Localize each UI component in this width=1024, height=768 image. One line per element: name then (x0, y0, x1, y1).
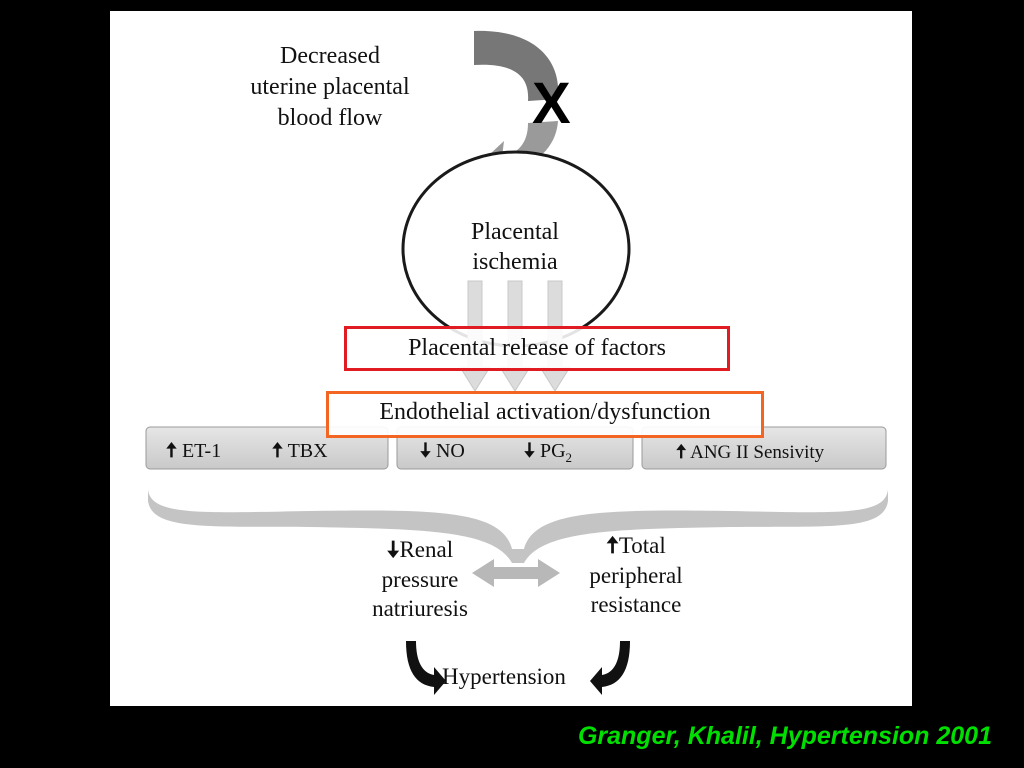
resistance-outcome: 🠅Total peripheral resistance (556, 531, 716, 619)
up-arrow-icon: 🠅 (676, 441, 687, 463)
factor-no: 🠇 NO (420, 439, 465, 462)
factor-et1: 🠅 ET-1 (166, 439, 221, 462)
diagram-panel: Decreased uterine placental blood flow X… (110, 11, 912, 706)
blood-flow-line-1: Decreased (280, 43, 380, 69)
placental-release-box: Placental release of factors (344, 326, 730, 371)
factor-no-label: NO (435, 440, 465, 462)
blood-flow-label: Decreased uterine placental blood flow (220, 41, 440, 134)
ischemia-line-2: ischemia (472, 249, 558, 275)
resistance-line-1-text: Total (618, 533, 666, 558)
blood-flow-line-2: uterine placental (250, 74, 410, 100)
blood-flow-arrow-upper (474, 30, 559, 102)
hypertension-label: Hypertension (442, 664, 566, 689)
endothelial-label: Endothelial activation/dysfunction (379, 399, 711, 425)
placental-release-label: Placental release of factors (408, 335, 666, 361)
renal-outcome: 🠇Renal pressure natriuresis (340, 535, 500, 623)
right-curve-arrow (590, 641, 630, 695)
brace-shape (148, 489, 888, 563)
factor-et1-label: ET-1 (181, 440, 222, 462)
left-curve-arrow (406, 641, 446, 695)
resistance-line-3: resistance (590, 592, 682, 617)
down-arrow-icon: 🠇 (386, 537, 400, 563)
double-arrow (472, 559, 560, 587)
up-arrow-icon: 🠅 (606, 533, 619, 559)
down-arrow-icon: 🠇 (524, 438, 535, 462)
factor-pg2-subscript: 2 (565, 450, 573, 465)
renal-line-2: pressure (381, 567, 459, 592)
factor-ang2: 🠅 ANG II Sensivity (676, 441, 824, 464)
citation: Granger, Khalil, Hypertension 2001 (577, 722, 992, 750)
renal-line-3: natriuresis (372, 596, 468, 621)
renal-line-1-text: Renal (399, 537, 454, 562)
factor-tbx-label: TBX (287, 440, 328, 462)
renal-line-1: 🠇Renal (340, 535, 500, 565)
factor-pg2-label: PG (539, 440, 566, 462)
ischemia-label: Placental ischemia (430, 217, 600, 277)
resistance-line-1: 🠅Total (556, 531, 716, 561)
factor-pg2: 🠇 PG2 (524, 439, 572, 469)
blood-flow-line-3: blood flow (277, 105, 383, 131)
factor-tbx: 🠅 TBX (272, 439, 328, 462)
ischemia-line-1: Placental (471, 219, 559, 245)
up-arrow-icon: 🠅 (166, 438, 177, 462)
up-arrow-icon: 🠅 (272, 438, 283, 462)
down-arrow-icon: 🠇 (420, 438, 431, 462)
resistance-line-2: peripheral (589, 563, 683, 588)
blocked-x-mark: X (532, 71, 571, 136)
endothelial-box: Endothelial activation/dysfunction (326, 391, 764, 438)
factor-ang2-label: ANG II Sensivity (690, 442, 825, 463)
